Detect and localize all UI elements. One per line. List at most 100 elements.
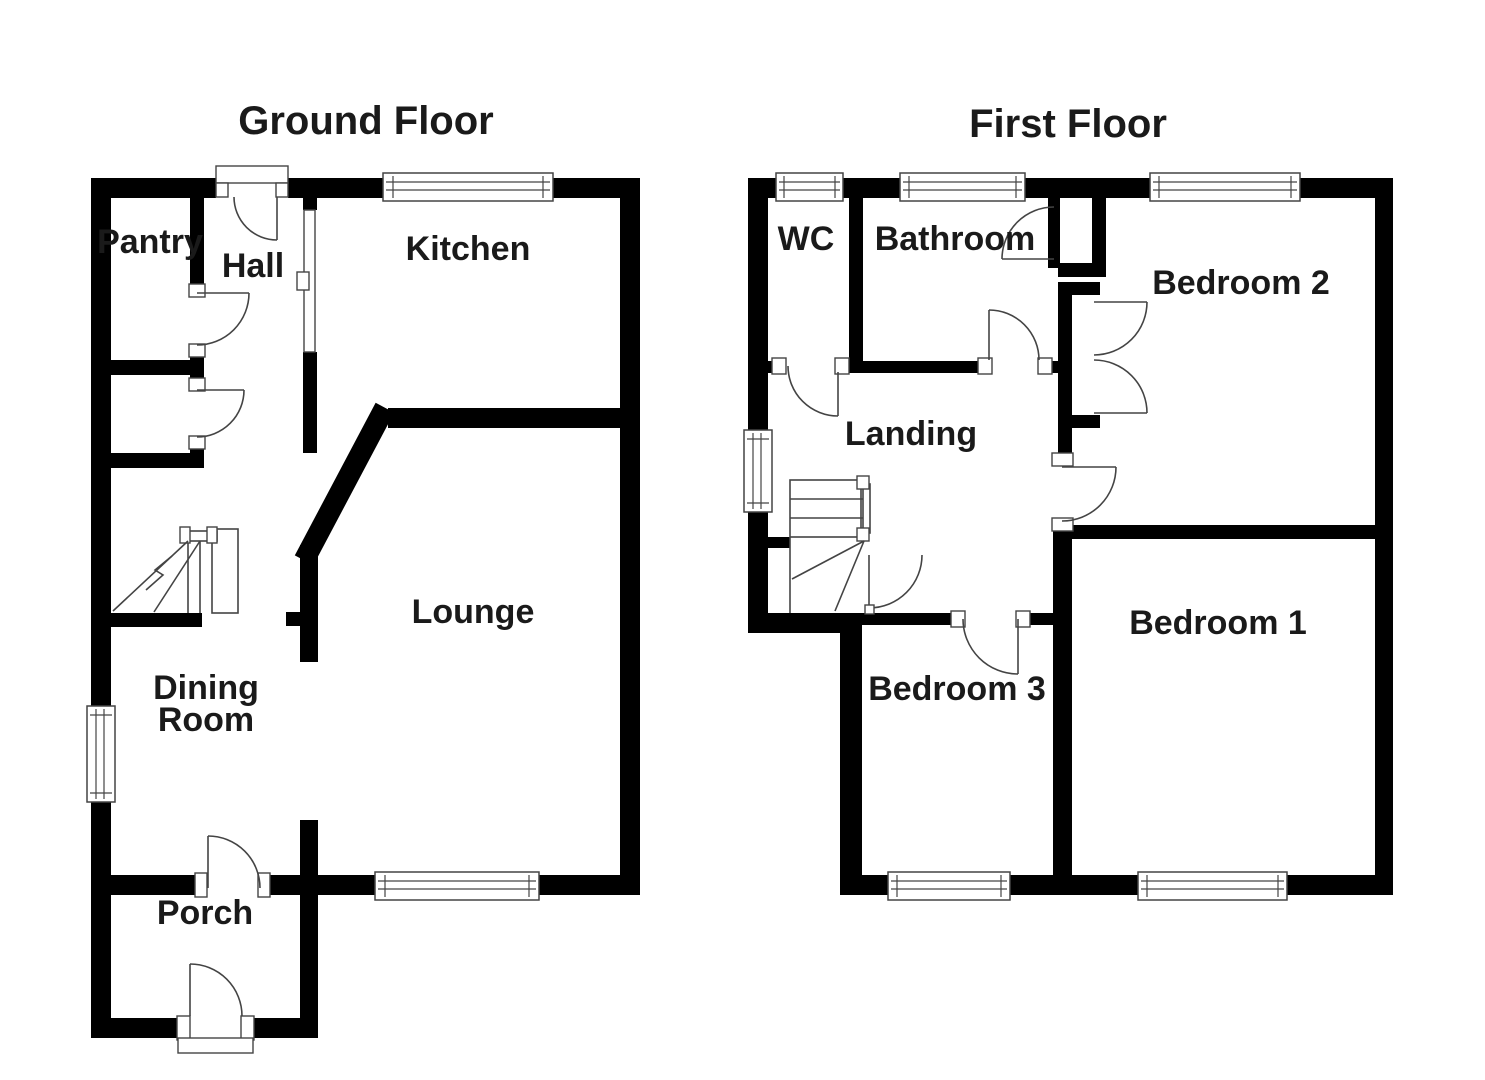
wall-segment (91, 178, 216, 198)
door-jamb (176, 1015, 191, 1041)
dining-window (86, 705, 116, 803)
newel-post (179, 526, 191, 544)
ground-floor-plan: Ground Floor (86, 99, 640, 1054)
ground-floor-title: Ground Floor (238, 99, 494, 143)
front-door (233, 196, 278, 241)
kitchen-window (382, 172, 554, 202)
newel-post (856, 527, 870, 542)
glazed-panel-notch (296, 271, 310, 291)
wall-segment (1300, 178, 1393, 198)
door-jamb (188, 435, 206, 450)
bathroom-window (899, 172, 1026, 202)
wall-segment (840, 875, 888, 895)
wc-window (775, 172, 844, 202)
lounge-bottom-wall (318, 875, 375, 895)
bedroom-divider (1053, 531, 1072, 875)
bedroom3-door (962, 618, 1019, 675)
room-label-wc: WC (778, 220, 835, 258)
landing-window (743, 429, 773, 513)
ground-floor-windows (86, 172, 554, 901)
ground-floor-stairs (112, 526, 239, 614)
dining-porch-wall (111, 875, 195, 895)
first-floor-frames (771, 357, 1074, 628)
step-wall (748, 613, 862, 633)
room-label-pantry: Pantry (97, 223, 203, 261)
cupboard-door (196, 389, 245, 438)
door-jamb (275, 182, 289, 198)
ground-floor-walls (91, 178, 640, 1038)
bedroom1-2-divider (1067, 525, 1375, 539)
wc-divider (849, 198, 863, 361)
landing-bottom-wall (862, 613, 953, 625)
stair-top-door (864, 554, 923, 615)
lounge-left-wall (300, 545, 318, 662)
room-label-bedroom2: Bedroom 2 (1152, 264, 1330, 302)
wall-segment (843, 178, 900, 198)
pantry-divider (190, 357, 204, 378)
porch-door-threshold (177, 1037, 254, 1054)
newel-post (856, 475, 870, 490)
door-jamb (188, 377, 206, 392)
wall-segment (553, 178, 640, 198)
front-door-threshold (215, 165, 289, 184)
wall-segment (620, 198, 640, 895)
dining-porch-door (207, 835, 261, 889)
wall-segment (1010, 875, 1138, 895)
ground-floor-doors (189, 196, 278, 1017)
first-floor-plan: First Floor (743, 102, 1393, 901)
wall-stub (286, 612, 300, 626)
bedroom2-window (1149, 172, 1301, 202)
door-jamb (834, 357, 850, 375)
bathroom-door (988, 309, 1040, 361)
bedroom2-closet-doors (1093, 301, 1148, 414)
door-jamb (1051, 452, 1074, 467)
wall-segment (91, 802, 111, 1038)
pantry-bottom-wall (111, 360, 190, 375)
newel-post (206, 526, 218, 544)
door-jamb (194, 872, 208, 898)
wall-segment (765, 361, 773, 373)
room-label-lounge: Lounge (412, 593, 535, 631)
pantry-door (196, 292, 250, 346)
lounge-bottom-wall (539, 875, 640, 895)
stair-break-mark (145, 555, 173, 591)
door-jamb (215, 182, 229, 198)
bedroom1-door (1061, 466, 1117, 522)
wall-segment (748, 178, 776, 198)
stair-flight (211, 528, 239, 614)
bathroom-bottom-wall (849, 361, 980, 373)
first-floor-labels: WC Bathroom Bedroom 2 Landing Bedroom 3 … (778, 220, 1330, 708)
first-floor-doors (787, 206, 1148, 675)
wall-segment (1375, 198, 1393, 875)
closet-jamb (1058, 282, 1100, 295)
bedroom3-window (887, 871, 1011, 901)
door-jamb (771, 357, 787, 375)
room-label-bedroom3: Bedroom 3 (868, 670, 1046, 708)
door-jamb (188, 343, 206, 358)
door-jamb (1037, 357, 1053, 375)
porch-right-wall (300, 820, 318, 1038)
pantry-divider (190, 197, 204, 284)
room-label-hall: Hall (222, 247, 284, 285)
wall-segment (91, 178, 111, 706)
door-jamb (257, 872, 271, 898)
wall-segment (748, 512, 768, 633)
wall-segment (748, 198, 768, 430)
first-floor-walls (748, 178, 1393, 895)
kitchen-lounge-wall (388, 408, 640, 428)
cupboard-wall (1092, 198, 1106, 277)
cupboard-wall (1048, 198, 1060, 268)
landing-divider (1058, 295, 1072, 453)
first-floor-title: First Floor (969, 102, 1167, 146)
door-jamb (188, 283, 206, 298)
door-jamb (950, 610, 966, 628)
lounge-window (374, 871, 540, 901)
door-jamb (240, 1015, 255, 1041)
porch-entry-door (189, 963, 243, 1017)
door-jamb (1015, 610, 1031, 628)
porch-bottom-wall (91, 1018, 178, 1038)
wall-segment (288, 178, 383, 198)
